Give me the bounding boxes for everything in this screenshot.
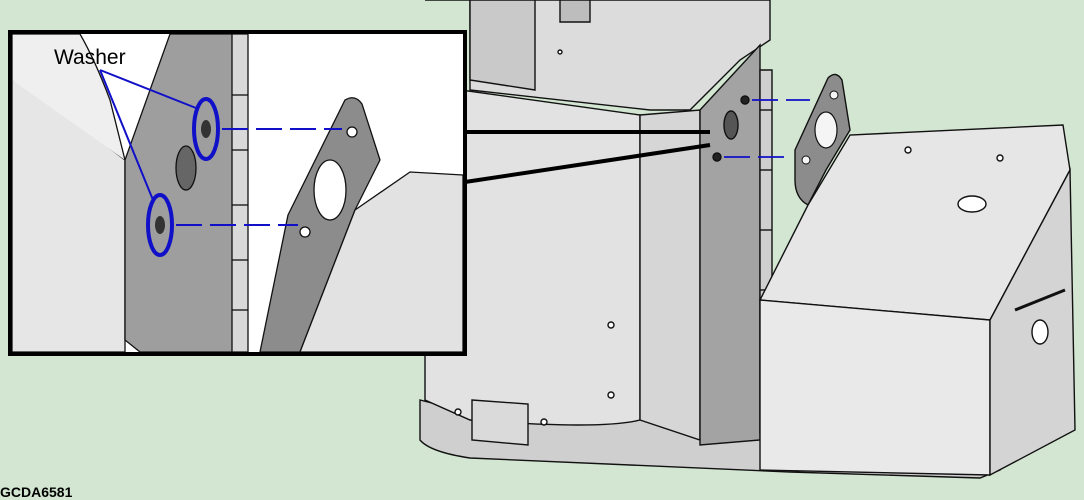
alignment-lines-main — [724, 99, 810, 158]
figure-id: GCDA6581 — [0, 484, 73, 500]
box-front — [759, 299, 991, 476]
flange-hole-bottom — [712, 152, 722, 162]
detail-inset — [8, 30, 467, 356]
enclosure-box — [758, 124, 1076, 477]
washer-bottom — [146, 193, 174, 257]
cabinet-assembly — [419, 0, 1001, 479]
inset-hinge — [231, 34, 249, 352]
box-side — [989, 167, 1076, 477]
inset-large-hole — [175, 145, 197, 191]
callout-connector — [464, 130, 711, 184]
cabinet-front-right — [639, 109, 701, 441]
access-opening — [471, 399, 529, 446]
upper-panel — [469, 0, 536, 91]
side-flange — [699, 43, 761, 446]
flange-large-hole — [723, 110, 739, 140]
inset-flange — [124, 34, 236, 352]
washer-top — [192, 97, 220, 161]
washer-leaders — [99, 69, 197, 201]
washer-label: Washer — [54, 46, 126, 69]
flange-hole-top — [740, 95, 750, 105]
alignment-lines-inset — [176, 128, 342, 226]
